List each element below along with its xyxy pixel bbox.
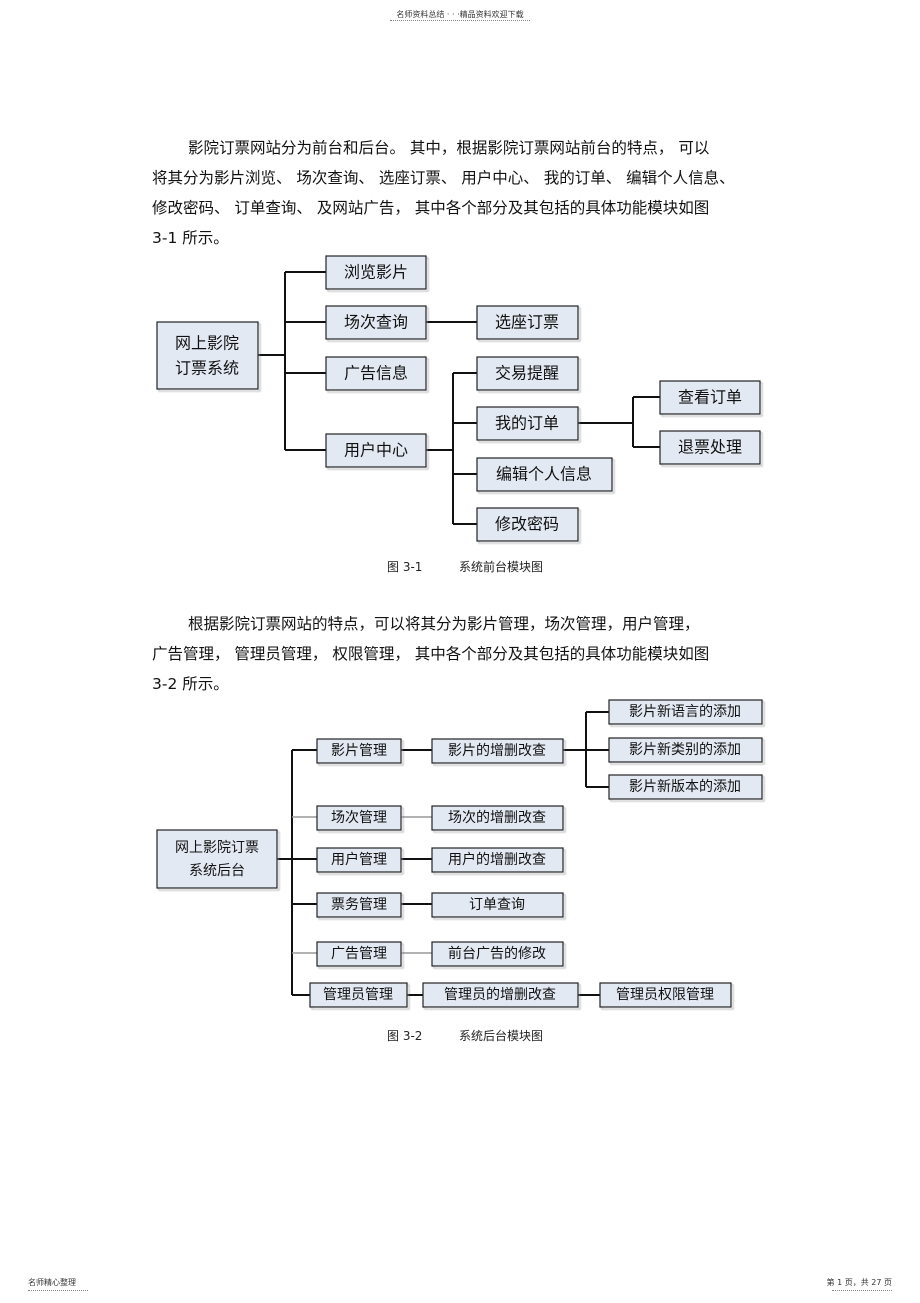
fig1-browse-label: 浏览影片 [344,263,408,282]
fig2-schedule-mgmt-box [316,805,402,831]
fig2-film-crud-box [431,738,564,764]
fig1-caption-title: 系统前台模块图 [459,560,544,574]
intro-paragraph-2: 根据影院订票网站的特点，可以将其分为影片管理，场次管理，用户管理， 广告管理， … [152,609,772,699]
fig2-caption-label: 图 3-2 [387,1029,423,1043]
fig1-refund-label: 退票处理 [678,438,742,457]
fig1-schedule-box [325,305,427,340]
footer-left: 名师精心整理 [28,1278,76,1287]
fig2-schedule-crud-label: 场次的增删改查 [448,810,546,826]
fig2-film-type-label: 影片新类别的添加 [629,742,741,758]
fig2-user-crud-box [431,847,564,873]
para2-line1: 根据影院订票网站的特点，可以将其分为影片管理，场次管理，用户管理， [188,615,700,633]
fig1-view-order-box [659,380,761,415]
fig1-my-orders-label: 我的订单 [495,414,559,433]
fig2-caption-title: 系统后台模块图 [459,1029,544,1043]
fig1-connectors [258,271,660,525]
fig2-film-version-box [608,774,763,800]
fig1-user-center-box [325,433,427,468]
fig1-change-password-label: 修改密码 [495,515,559,534]
fig2-user-crud-label: 用户的增删改查 [448,851,546,868]
footer-right-divider [832,1290,892,1291]
fig2-root-line1: 网上影院订票 [175,840,259,856]
fig2-schedule-crud-box [431,805,564,831]
fig2-schedule-mgmt-label: 场次管理 [331,810,387,826]
fig2-film-mgmt-label: 影片管理 [331,743,387,759]
fig1-ads-label: 广告信息 [344,364,408,383]
fig1-view-order-label: 查看订单 [678,388,742,407]
fig2-order-query-box [431,892,564,918]
fig1-trade-remind-label: 交易提醒 [495,364,559,383]
footer-left-divider [28,1290,88,1291]
para1-line3: 修改密码、 订单查询、 及网站广告， 其中各个部分及其包括的具体功能模块如图 [152,199,710,217]
fig2-film-crud-label: 影片的增删改查 [448,743,546,759]
fig1-user-center-label: 用户中心 [344,441,408,460]
fig1-seat-label: 选座订票 [495,313,559,332]
para1-line2: 将其分为影片浏览、 场次查询、 选座订票、 用户中心、 我的订单、 编辑个人信息… [152,169,735,187]
footer-page-number: 第 1 页，共 27 页 [826,1278,892,1287]
fig2-admin-perm-label: 管理员权限管理 [616,987,714,1003]
fig1-root-line1: 网上影院 [175,334,239,353]
fig1-browse-box [325,255,427,290]
page-header: 名师资料总结 · · ·精品资料欢迎下载 [396,10,524,19]
fig2-admin-perm-box [599,982,732,1008]
fig1-my-orders-box [476,406,579,441]
intro-paragraph-1: 影院订票网站分为前台和后台。 其中，根据影院订票网站前台的特点， 可以 将其分为… [152,133,772,253]
fig2-film-lang-label: 影片新语言的添加 [629,704,741,720]
fig2-ticket-mgmt-box [316,892,402,918]
fig2-user-mgmt-box [316,847,402,873]
fig1-ads-box [325,356,427,391]
fig2-film-version-label: 影片新版本的添加 [629,779,741,795]
fig2-root-box [156,829,278,889]
fig2-ticket-mgmt-label: 票务管理 [331,897,387,913]
fig2-film-lang-box [608,699,763,725]
fig1-caption-label: 图 3-1 [387,560,423,574]
fig2-film-type-box [608,737,763,763]
header-divider [390,20,530,21]
fig2-admin-mgmt-label: 管理员管理 [323,987,393,1003]
fig2-root-line2: 系统后台 [189,863,245,879]
fig2-admin-crud-box [422,982,579,1008]
fig1-change-password-box [476,507,579,542]
fig1-edit-profile-label: 编辑个人信息 [496,465,592,484]
fig2-user-mgmt-label: 用户管理 [331,851,387,868]
para1-line1: 影院订票网站分为前台和后台。 其中，根据影院订票网站前台的特点， 可以 [188,139,710,157]
para2-line3: 3-2 所示。 [152,675,229,693]
fig1-root-box [156,321,259,390]
fig2-admin-mgmt-box [309,982,408,1008]
fig2-ads-mgmt-label: 广告管理 [331,946,387,962]
fig1-refund-box [659,430,761,465]
fig2-ads-edit-box [431,941,564,967]
fig1-seat-box [476,305,579,340]
fig1-root-line2: 订票系统 [175,359,239,378]
fig2-order-query-label: 订单查询 [469,897,525,913]
fig1-schedule-label: 场次查询 [344,313,408,332]
fig2-film-mgmt-box [316,738,402,764]
fig2-admin-crud-label: 管理员的增删改查 [444,987,556,1003]
fig2-connectors [277,711,609,996]
fig1-edit-profile-box [476,457,613,492]
para1-line4: 3-1 所示。 [152,229,229,247]
fig2-ads-edit-label: 前台广告的修改 [448,945,546,962]
fig1-trade-remind-box [476,356,579,391]
para2-line2: 广告管理， 管理员管理， 权限管理， 其中各个部分及其包括的具体功能模块如图 [152,645,710,663]
fig2-ads-mgmt-box [316,941,402,967]
